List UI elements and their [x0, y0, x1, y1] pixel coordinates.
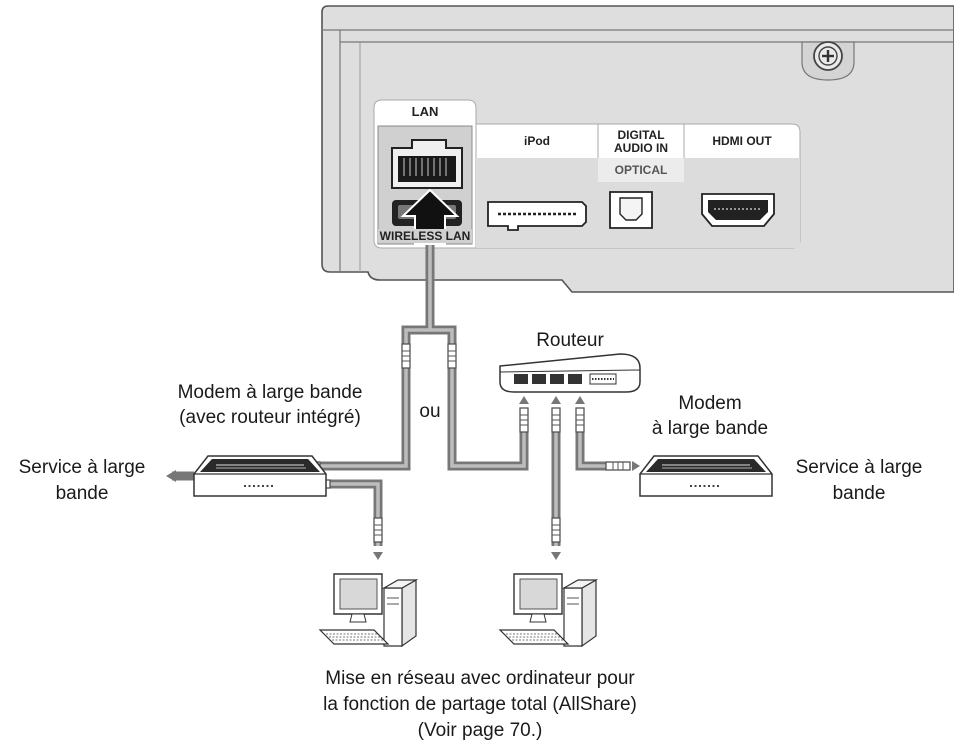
ipod-port [487, 201, 587, 231]
modem-label-1: Modem [678, 393, 742, 414]
or-label: ou [419, 401, 441, 422]
service-left-label-2: bande [55, 483, 109, 504]
ipod-label: iPod [524, 134, 550, 148]
wireless-lan-label: WIRELESS LAN [378, 229, 472, 243]
lan-port [391, 139, 463, 189]
router-label: Routeur [536, 330, 604, 351]
router-icon [499, 353, 641, 393]
caption-line-2: la fonction de partage total (AllShare) [323, 694, 637, 715]
modem-label-2: à large bande [651, 418, 769, 439]
modem-integrated-label-1: Modem à large bande [177, 382, 363, 403]
computer-right-icon [499, 573, 597, 647]
service-left-label-1: Service à large [18, 457, 146, 478]
lan-label: LAN [411, 104, 439, 119]
modem-integrated-label-2: (avec routeur intégré) [179, 407, 361, 428]
service-right-label-1: Service à large [795, 457, 923, 478]
computer-left-icon [319, 573, 417, 647]
hdmi-port [701, 193, 775, 227]
modem-integrated-router-icon [193, 455, 327, 497]
optical-label: OPTICAL [614, 163, 668, 177]
digital-audio-in-label-2: AUDIO IN [614, 141, 668, 155]
digital-audio-in-label-1: DIGITAL [617, 128, 665, 142]
hdmi-out-label: HDMI OUT [712, 134, 772, 148]
screw-icon [801, 41, 855, 81]
service-right-label-2: bande [832, 483, 886, 504]
modem-icon [639, 455, 773, 497]
caption-line-3: (Voir page 70.) [417, 720, 543, 741]
optical-port [609, 191, 653, 229]
caption-line-1: Mise en réseau avec ordinateur pour [325, 668, 635, 689]
